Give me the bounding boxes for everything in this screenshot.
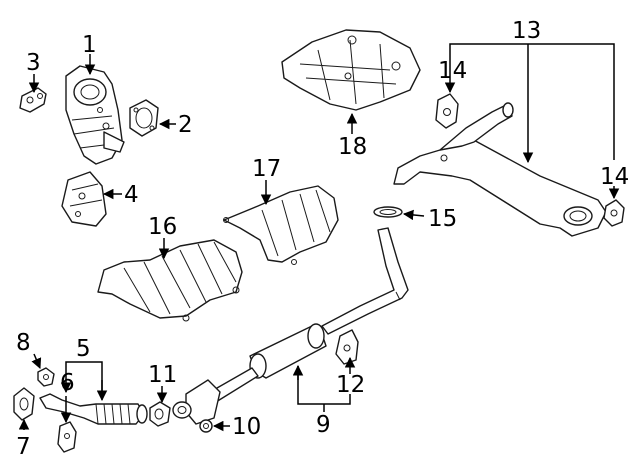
nut-part-10 [199, 419, 213, 433]
heat-shield-part-16 [97, 239, 243, 322]
heat-shield-part-4 [61, 171, 107, 227]
hanger-part-12 [335, 329, 359, 365]
gasket-part-2 [129, 99, 159, 137]
callout-2: 2 [178, 112, 193, 138]
callout-18: 18 [338, 134, 367, 160]
gasket-part-15 [373, 206, 403, 218]
callout-16: 16 [148, 214, 177, 240]
callout-11: 11 [148, 362, 177, 388]
callout-4: 4 [124, 182, 139, 208]
callout-9: 9 [316, 412, 331, 438]
callout-1: 1 [82, 32, 97, 58]
callout-3: 3 [26, 50, 41, 76]
callout-labels: 1 2 3 4 5 6 7 8 9 10 11 12 13 14 14 15 1… [16, 18, 629, 460]
nut-part-8 [37, 367, 55, 387]
center-pipe-part-9 [172, 227, 409, 425]
muffler-part-13 [393, 102, 607, 237]
callout-7: 7 [16, 434, 31, 460]
catalytic-converter-part-1 [65, 65, 125, 165]
heat-shield-part-18 [281, 29, 421, 111]
gasket-part-11 [149, 401, 171, 427]
bracket-part-3 [19, 87, 47, 113]
gasket-part-7 [13, 387, 35, 421]
callout-14-left: 14 [438, 58, 467, 84]
hanger-part-6 [57, 421, 77, 453]
leader-lines [18, 43, 620, 432]
front-pipe-part-5 [39, 393, 148, 425]
callout-13: 13 [512, 18, 541, 44]
callout-6: 6 [60, 370, 75, 396]
heat-shield-part-17 [223, 185, 339, 265]
callout-12: 12 [336, 372, 365, 398]
callout-14-right: 14 [600, 164, 629, 190]
hanger-part-14-left [435, 93, 459, 129]
callout-17: 17 [252, 156, 281, 182]
callout-8: 8 [16, 330, 31, 356]
callout-5: 5 [76, 336, 91, 362]
hanger-part-14-right [603, 199, 625, 227]
callout-15: 15 [428, 206, 457, 232]
callout-10: 10 [232, 414, 261, 440]
